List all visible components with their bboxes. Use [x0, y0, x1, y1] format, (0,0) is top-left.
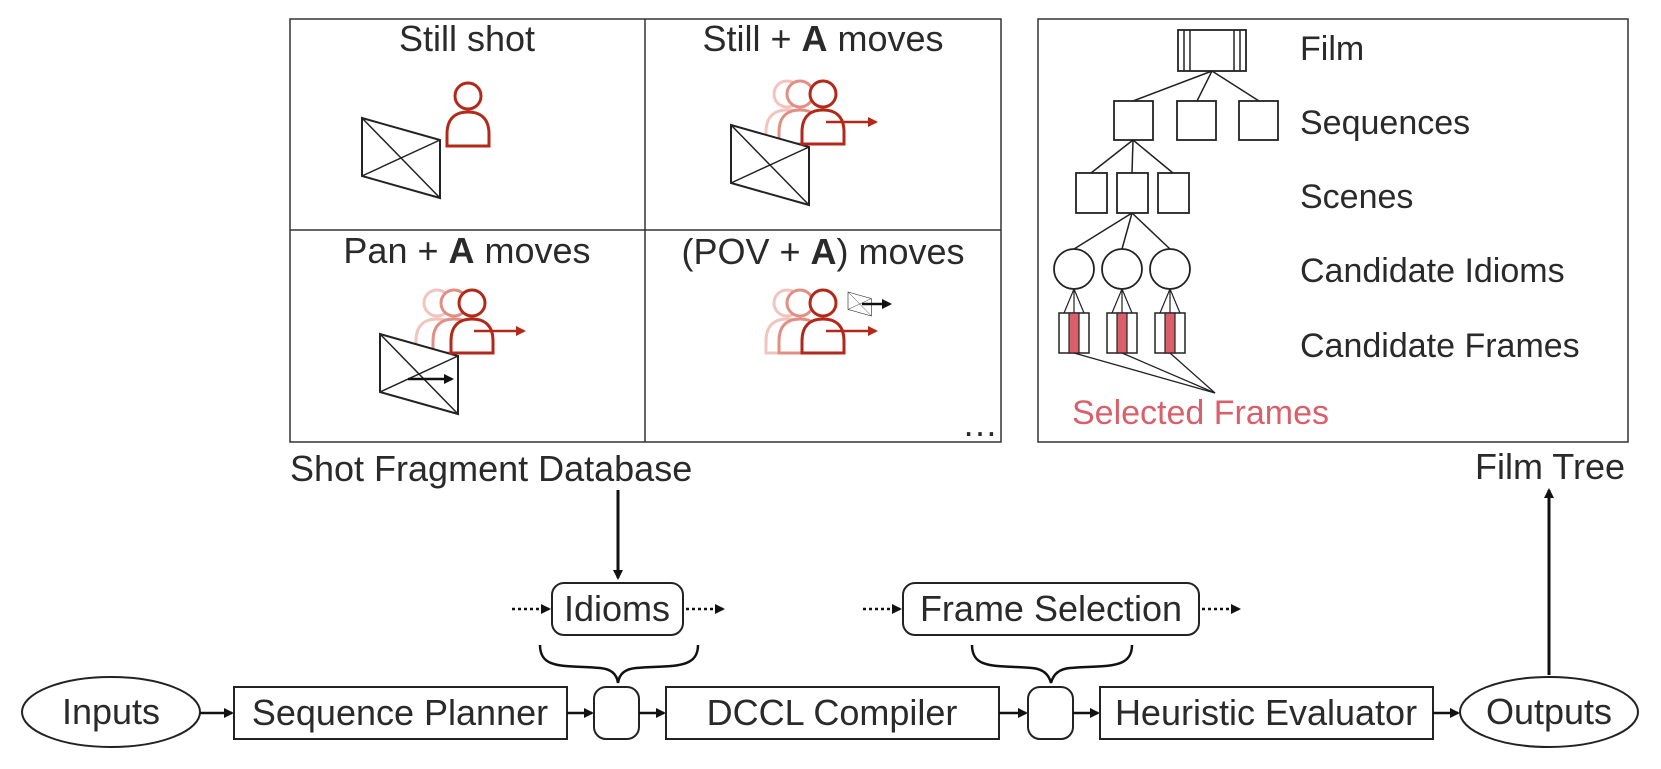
- sequence-planner-label: Sequence Planner: [252, 692, 548, 733]
- grid-ellipsis: …: [962, 403, 998, 444]
- scene-nodes: [1075, 172, 1190, 214]
- level-label-frames: Candidate Frames: [1300, 327, 1580, 365]
- idiom-nodes: [1053, 248, 1191, 290]
- shot-database-label: Shot Fragment Database: [290, 448, 692, 489]
- sequence-planner-box: [233, 686, 568, 740]
- film-node-icon: [1177, 29, 1247, 72]
- level-label-film: Film: [1300, 30, 1364, 68]
- film-tree-panel: [1037, 18, 1629, 443]
- tree-edges-film: [1132, 70, 1260, 102]
- heuristic-evaluator-box: [1099, 686, 1434, 740]
- heuristic-evaluator-label: Heuristic Evaluator: [1115, 692, 1417, 733]
- film-tree-label: Film Tree: [1475, 446, 1625, 487]
- idioms-box: [551, 582, 684, 636]
- level-label-scenes: Scenes: [1300, 178, 1413, 216]
- frame-nodes: [1058, 312, 1186, 354]
- cell-still-a-title: Still + A moves: [702, 18, 943, 59]
- level-label-idioms: Candidate Idioms: [1300, 252, 1565, 290]
- selected-frames-lines: [1073, 352, 1216, 394]
- level-label-sequences: Sequences: [1300, 104, 1470, 142]
- frame-selection-label: Frame Selection: [920, 588, 1182, 629]
- dccl-compiler-label: DCCL Compiler: [707, 692, 958, 733]
- inputs-label: Inputs: [62, 691, 160, 732]
- idioms-brace: [538, 644, 700, 684]
- tree-edges-idiom: [1063, 288, 1181, 314]
- cell-pan-a-title: Pan + A moves: [343, 230, 590, 271]
- outputs-label: Outputs: [1486, 691, 1612, 732]
- frame-selection-box: [902, 582, 1200, 636]
- cell-still-camera-icon: [361, 117, 441, 199]
- idioms-label: Idioms: [564, 588, 670, 629]
- frame-selection-slot: [1027, 686, 1074, 740]
- frame-selection-brace: [970, 644, 1134, 684]
- cell-still-actor-icon: [445, 81, 491, 148]
- cell-still-title: Still shot: [399, 18, 535, 59]
- tree-edges-scene: [1073, 212, 1171, 250]
- cell-pov-a-title: (POV + A) moves: [681, 231, 964, 272]
- sequence-nodes: [1113, 100, 1279, 141]
- tree-edges-sequence: [1090, 139, 1174, 174]
- selected-frames-label: Selected Frames: [1072, 394, 1329, 432]
- shot-fragment-grid: [289, 18, 1002, 443]
- dccl-compiler-box: [665, 686, 1000, 740]
- outputs-node: [1459, 676, 1639, 748]
- idioms-slot: [593, 686, 640, 740]
